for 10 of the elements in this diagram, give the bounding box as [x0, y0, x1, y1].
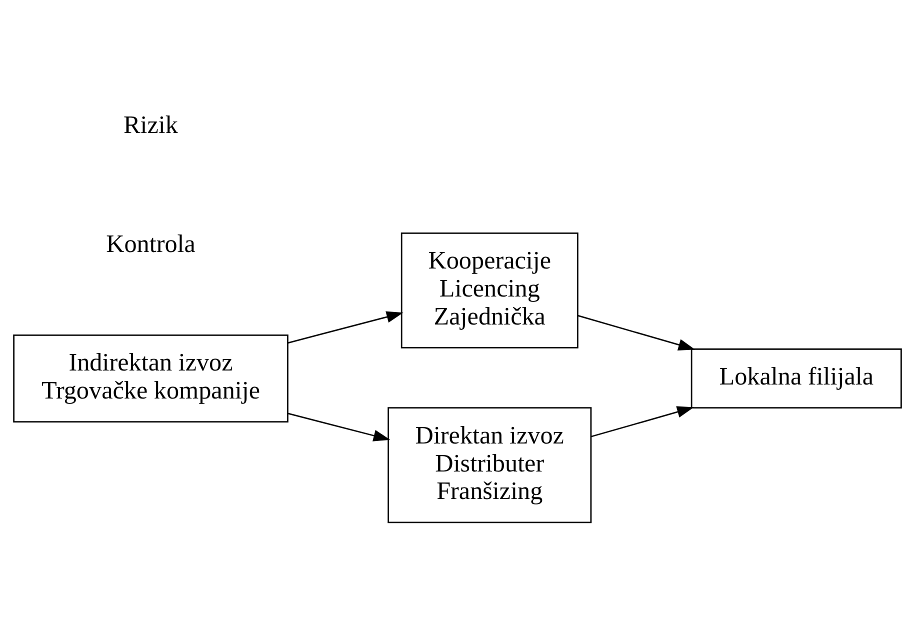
label: Rizik: [124, 112, 178, 140]
node-box: Direktan izvoz Distributer Franšizing: [388, 407, 592, 524]
arrow: [578, 314, 696, 351]
node-box: Kooperacije Licencing Zajednička: [400, 232, 578, 348]
arrow: [288, 311, 404, 344]
arrow: [590, 406, 694, 438]
node-box: Indirektan izvoz Trgovačke kompanije: [13, 334, 288, 422]
node-box: Lokalna filijala: [690, 348, 902, 409]
label: Kontrola: [106, 230, 196, 258]
arrow: [288, 412, 390, 442]
